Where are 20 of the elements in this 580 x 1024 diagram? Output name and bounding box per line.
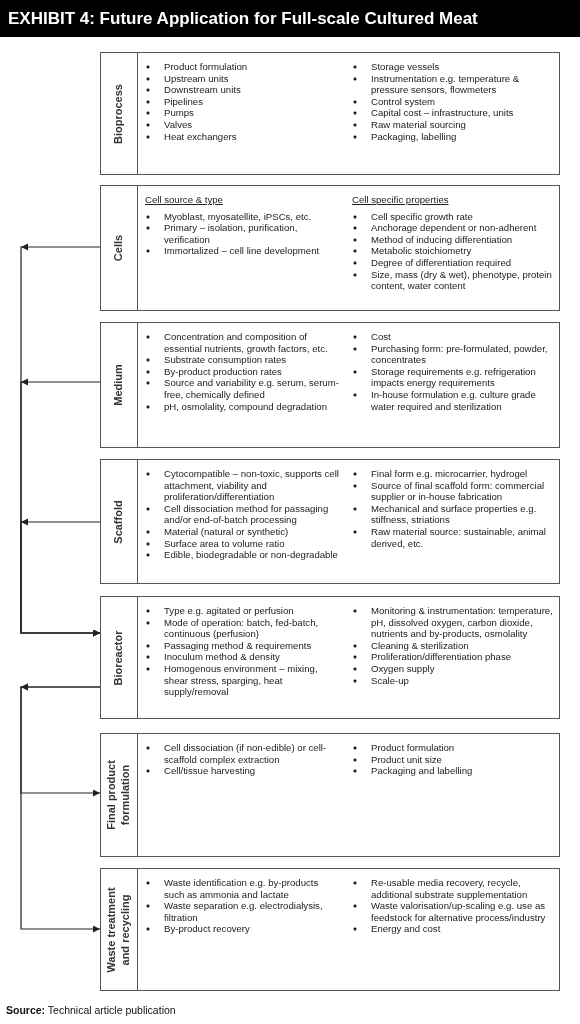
category-label: Medium xyxy=(112,364,126,406)
bullet-item: Edible, biodegradable or non-degradable xyxy=(145,549,341,561)
category-label: Final product formulation xyxy=(105,759,132,832)
column-heading: Cell source & type xyxy=(145,194,223,206)
category-panel xyxy=(100,322,560,448)
bullet-item: Cytocompatible – non-toxic, supports cell attachment, viability and proliferation/differentiation xyxy=(145,468,341,503)
category-panel xyxy=(100,733,560,857)
category-label: Bioprocess xyxy=(112,83,126,144)
source-note: Source: Technical article publication xyxy=(6,1004,176,1016)
category-panel xyxy=(100,459,560,584)
category-label: Waste treatment and recycling xyxy=(105,885,132,975)
category-panel xyxy=(100,52,560,175)
category-label: Cells xyxy=(112,234,126,262)
category-panel xyxy=(100,596,560,719)
category-panel xyxy=(100,185,560,311)
diagram-title: EXHIBIT 4: Future Application for Full-scale Cultured Meat xyxy=(8,9,478,29)
category-label: Bioreactor xyxy=(112,630,126,685)
column-heading: Cell specific properties xyxy=(352,194,449,206)
category-panel xyxy=(100,868,560,991)
category-label: Scaffold xyxy=(112,499,126,544)
